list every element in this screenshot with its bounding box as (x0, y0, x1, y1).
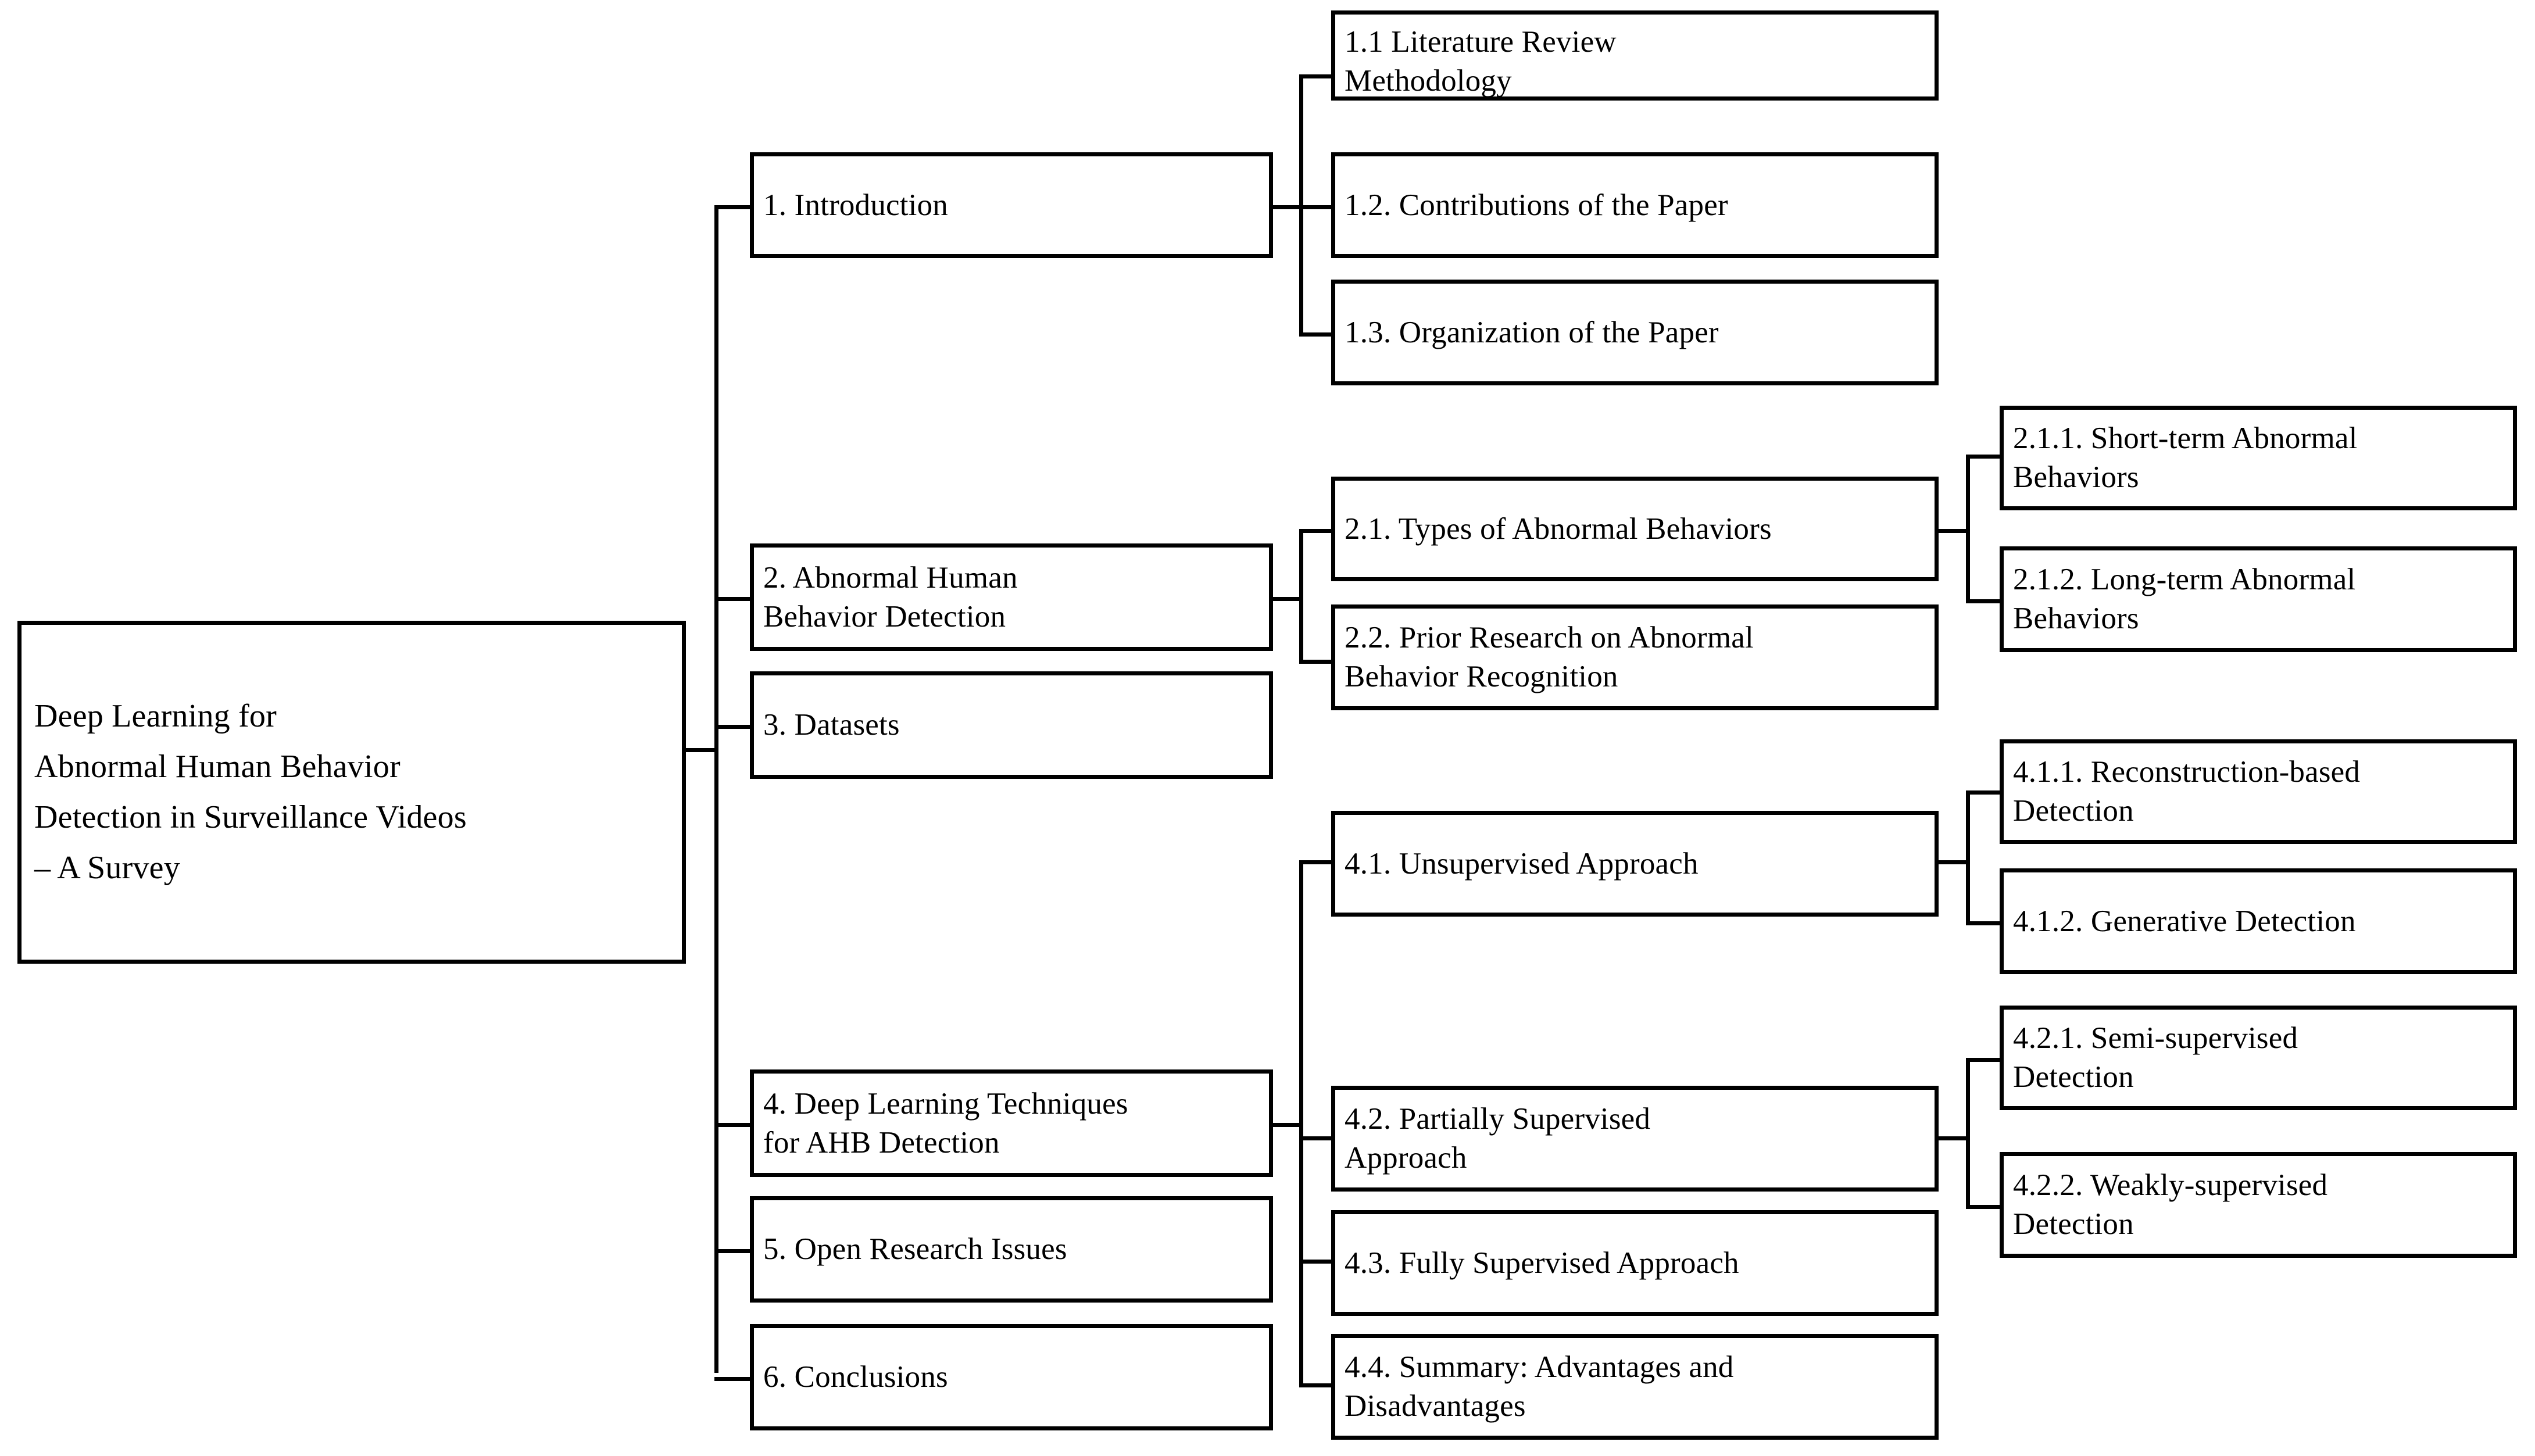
connector-level1-trunk (714, 205, 718, 1373)
connector-to-s1-1 (1299, 74, 1334, 78)
connector-to-s2-1 (1299, 529, 1334, 533)
node-section-2-1-2-label: 2.1.2. Long-term Abnormal Behaviors (2013, 563, 2356, 635)
node-section-6-label: 6. Conclusions (763, 1360, 948, 1394)
connector-to-s2-2 (1299, 660, 1334, 664)
connector-to-s2-1-1 (1966, 455, 2002, 459)
connector-to-s5 (714, 1249, 752, 1253)
node-section-4-4[interactable]: 4.4. Summary: Advantages and Disadvantag… (1331, 1334, 1939, 1440)
node-section-2-1-label: 2.1. Types of Abnormal Behaviors (1345, 511, 1772, 546)
node-section-2-1-1-label: 2.1.1. Short-term Abnormal Behaviors (2013, 421, 2358, 494)
connector-to-s2 (714, 597, 752, 601)
connector-s1-stub (1267, 205, 1302, 209)
connector-to-s1 (714, 205, 752, 209)
node-section-4-1-1-label: 4.1.1. Reconstruction-based Detection (2013, 755, 2361, 828)
node-section-2-2[interactable]: 2.2. Prior Research on Abnormal Behavior… (1331, 604, 1939, 710)
node-section-1-1[interactable]: 1.1 Literature Review Methodology (1331, 10, 1939, 101)
node-section-4-1-2-label: 4.1.2. Generative Detection (2013, 904, 2356, 938)
node-section-3[interactable]: 3. Datasets (750, 671, 1273, 779)
connector-s2-1-trunk (1966, 455, 1970, 603)
node-section-4-3-label: 4.3. Fully Supervised Approach (1345, 1246, 1739, 1280)
node-section-1-3[interactable]: 1.3. Organization of the Paper (1331, 280, 1939, 385)
connector-to-s4-2 (1299, 1136, 1334, 1140)
node-section-5[interactable]: 5. Open Research Issues (750, 1196, 1273, 1303)
node-section-1-1-label: 1.1 Literature Review Methodology (1345, 25, 1617, 98)
node-section-1-label: 1. Introduction (763, 188, 948, 222)
node-section-2-1-1[interactable]: 2.1.1. Short-term Abnormal Behaviors (2000, 406, 2517, 510)
connector-to-s4 (714, 1123, 752, 1127)
connector-to-s6 (714, 1377, 752, 1381)
connector-to-s4-2-2 (1966, 1205, 2002, 1209)
connector-to-s1-2 (1299, 205, 1334, 209)
connector-s4-2-stub (1935, 1136, 1969, 1140)
connector-s4-stub (1267, 1123, 1302, 1127)
connector-to-s2-1-2 (1966, 599, 2002, 603)
node-section-4-3[interactable]: 4.3. Fully Supervised Approach (1331, 1210, 1939, 1316)
node-section-4-1-1[interactable]: 4.1.1. Reconstruction-based Detection (2000, 739, 2517, 844)
node-section-4-4-label: 4.4. Summary: Advantages and Disadvantag… (1345, 1350, 1734, 1423)
node-section-2-2-label: 2.2. Prior Research on Abnormal Behavior… (1345, 621, 1754, 693)
node-section-2-label: 2. Abnormal Human Behavior Detection (763, 560, 1018, 634)
node-section-1-2[interactable]: 1.2. Contributions of the Paper (1331, 152, 1939, 258)
connector-s4-1-trunk (1966, 790, 1970, 925)
connector-to-s4-1 (1299, 860, 1334, 864)
node-section-4-1-2[interactable]: 4.1.2. Generative Detection (2000, 868, 2517, 974)
node-section-2-1-2[interactable]: 2.1.2. Long-term Abnormal Behaviors (2000, 546, 2517, 652)
connector-s4-trunk (1299, 860, 1303, 1387)
node-root[interactable]: Deep Learning for Abnormal Human Behavio… (17, 621, 686, 964)
node-section-4-2-2-label: 4.2.2. Weakly-supervised Detection (2013, 1168, 2328, 1241)
node-root-label: Deep Learning for Abnormal Human Behavio… (34, 698, 467, 886)
connector-s4-2-trunk (1966, 1058, 1970, 1209)
node-section-4-2-2[interactable]: 4.2.2. Weakly-supervised Detection (2000, 1152, 2517, 1258)
connector-s4-1-stub (1935, 860, 1969, 864)
node-section-4-2-1[interactable]: 4.2.1. Semi-supervised Detection (2000, 1006, 2517, 1110)
connector-to-s4-4 (1299, 1383, 1334, 1387)
node-section-4-2-1-label: 4.2.1. Semi-supervised Detection (2013, 1021, 2298, 1094)
node-section-4-2[interactable]: 4.2. Partially Supervised Approach (1331, 1086, 1939, 1192)
connector-to-s3 (714, 725, 752, 729)
node-section-4-2-label: 4.2. Partially Supervised Approach (1345, 1102, 1651, 1175)
node-section-4[interactable]: 4. Deep Learning Techniques for AHB Dete… (750, 1069, 1273, 1177)
connector-s2-trunk (1299, 529, 1303, 664)
node-section-5-label: 5. Open Research Issues (763, 1232, 1067, 1267)
node-section-1-2-label: 1.2. Contributions of the Paper (1345, 188, 1728, 222)
connector-s2-1-stub (1935, 529, 1969, 533)
node-section-4-1[interactable]: 4.1. Unsupervised Approach (1331, 811, 1939, 917)
node-section-4-label: 4. Deep Learning Techniques for AHB Dete… (763, 1086, 1128, 1160)
connector-to-s4-1-1 (1966, 790, 2002, 795)
connector-to-s1-3 (1299, 332, 1334, 337)
node-section-2[interactable]: 2. Abnormal Human Behavior Detection (750, 543, 1273, 651)
node-section-2-1[interactable]: 2.1. Types of Abnormal Behaviors (1331, 477, 1939, 581)
connector-to-s4-3 (1299, 1260, 1334, 1264)
connector-to-s4-2-1 (1966, 1058, 2002, 1062)
connector-to-s4-1-2 (1966, 921, 2002, 925)
connector-s2-stub (1267, 597, 1302, 601)
connector-root-stub (682, 748, 717, 752)
node-section-1[interactable]: 1. Introduction (750, 152, 1273, 258)
node-section-6[interactable]: 6. Conclusions (750, 1324, 1273, 1430)
node-section-1-3-label: 1.3. Organization of the Paper (1345, 315, 1719, 349)
node-section-4-1-label: 4.1. Unsupervised Approach (1345, 846, 1699, 881)
node-section-3-label: 3. Datasets (763, 708, 900, 742)
